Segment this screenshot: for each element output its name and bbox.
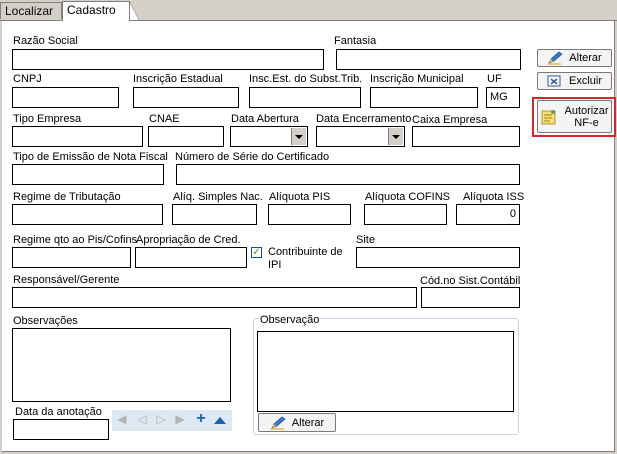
pencil-icon <box>270 416 286 429</box>
tipo-emissao-input[interactable] <box>12 164 164 185</box>
data-encerramento-label: Data Encerramento <box>316 113 412 125</box>
tab-divider <box>0 20 617 21</box>
numero-serie-label: Número de Série do Certificado <box>175 151 330 163</box>
tipo-empresa-input[interactable] <box>12 126 143 147</box>
data-abertura-select[interactable] <box>230 126 308 147</box>
uf-input[interactable]: MG <box>486 87 520 108</box>
insc-subst-label: Insc.Est. do Subst.Trib. <box>249 73 363 85</box>
note-icon <box>542 109 556 124</box>
next-record-icon[interactable]: ▷ <box>156 412 166 426</box>
chevron-down-icon[interactable] <box>291 128 306 145</box>
autorizar-highlight <box>532 97 616 137</box>
previous-record-icon[interactable]: ◁ <box>137 412 147 426</box>
delete-icon <box>547 75 561 87</box>
uf-label: UF <box>487 73 502 85</box>
caixa-empresa-input[interactable] <box>412 126 520 147</box>
numero-serie-input[interactable] <box>176 164 520 185</box>
contribuinte-ipi-checkbox[interactable]: ✓ <box>251 247 262 258</box>
alterar-observacao-button[interactable]: Alterar <box>258 413 336 432</box>
fantasia-input[interactable] <box>336 49 521 70</box>
aliquota-iss-label: Alíquota ISS <box>463 191 525 203</box>
apropriacao-input[interactable] <box>135 247 247 268</box>
autorizar-label: Autorizar NF-e <box>564 105 608 129</box>
caixa-empresa-label: Caixa Empresa <box>412 114 488 126</box>
aliquota-pis-input[interactable] <box>268 204 351 225</box>
tab-cadastro[interactable]: Cadastro <box>62 1 130 21</box>
site-label: Site <box>356 234 375 246</box>
aliquota-iss-input[interactable]: 0 <box>456 204 520 225</box>
razao-social-label: Razão Social <box>13 35 78 47</box>
data-anotacao-label: Data da anotação <box>15 406 102 418</box>
cnae-label: CNAE <box>149 113 180 125</box>
record-navigator: ◀ ◁ ▷ ▶ + <box>112 410 232 431</box>
responsavel-input[interactable] <box>12 287 417 308</box>
tab-localizar[interactable]: Localizar <box>0 2 62 19</box>
tipo-emissao-label: Tipo de Emissão de Nota Fiscal <box>13 151 168 163</box>
insc-estadual-label: Inscrição Estadual <box>133 73 223 85</box>
insc-municipal-input[interactable] <box>370 87 478 108</box>
cnpj-input[interactable] <box>12 87 119 108</box>
tab-label: Cadastro <box>67 3 116 17</box>
insc-municipal-label: Inscrição Municipal <box>370 73 464 85</box>
regime-pis-cofins-label: Regime qto ao Pis/Cofins <box>13 234 138 246</box>
razao-social-input[interactable] <box>12 49 324 70</box>
cod-sist-contabil-input[interactable] <box>421 287 520 308</box>
contribuinte-ipi-label: Contribuinte de IPI <box>268 246 343 271</box>
tab-strip: Localizar Cadastro <box>0 0 617 21</box>
observacoes-label: Observações <box>13 315 78 327</box>
autorizar-label-line2: NF-e <box>574 116 599 129</box>
last-record-icon[interactable]: ▶ <box>175 412 185 426</box>
aliquota-pis-label: Alíquota PIS <box>269 191 331 203</box>
aliquota-cofins-input[interactable] <box>364 204 447 225</box>
first-record-icon[interactable]: ◀ <box>117 412 127 426</box>
observacao-textarea[interactable] <box>257 331 514 412</box>
up-arrow-icon[interactable] <box>213 415 227 425</box>
observacoes-list[interactable] <box>12 328 231 402</box>
data-abertura-label: Data Abertura <box>231 113 299 125</box>
tab-edge <box>129 1 140 21</box>
apropriacao-label: Apropriação de Cred. <box>136 234 241 246</box>
autorizar-label-line1: Autorizar <box>564 104 609 117</box>
tipo-empresa-label: Tipo Empresa <box>13 113 82 125</box>
insc-estadual-input[interactable] <box>133 87 239 108</box>
fantasia-label: Fantasia <box>334 35 377 47</box>
chevron-down-icon[interactable] <box>388 128 403 145</box>
aliq-simples-input[interactable] <box>172 204 257 225</box>
cnpj-label: CNPJ <box>13 73 42 85</box>
cod-sist-contabil-label: Cód.no Sist.Contábil <box>420 275 521 287</box>
data-anotacao-input[interactable] <box>13 419 109 440</box>
observacao-label: Observação <box>259 314 321 326</box>
responsavel-label: Responsável/Gerente <box>13 274 120 286</box>
autorizar-nfe-button[interactable]: Autorizar NF-e <box>537 100 612 133</box>
regime-pis-cofins-input[interactable] <box>12 247 131 268</box>
excluir-label: Excluir <box>568 75 602 87</box>
regime-tributacao-input[interactable] <box>12 204 163 225</box>
pencil-icon <box>548 51 563 65</box>
observacao-group <box>253 318 519 435</box>
regime-tributacao-label: Regime de Tributação <box>13 191 121 203</box>
tab-label: Localizar <box>5 4 54 18</box>
alterar-button[interactable]: Alterar <box>537 49 612 67</box>
alterar-observacao-label: Alterar <box>291 416 325 429</box>
alterar-label: Alterar <box>569 52 602 64</box>
cnae-input[interactable] <box>148 126 224 147</box>
aliquota-cofins-label: Alíquota COFINS <box>365 191 450 203</box>
insc-subst-input[interactable] <box>249 87 361 108</box>
data-encerramento-select[interactable] <box>316 126 405 147</box>
site-input[interactable] <box>356 247 520 268</box>
aliq-simples-label: Alíq. Simples Nac. <box>173 191 263 203</box>
excluir-button[interactable]: Excluir <box>537 72 612 90</box>
add-record-icon[interactable]: + <box>196 410 206 427</box>
